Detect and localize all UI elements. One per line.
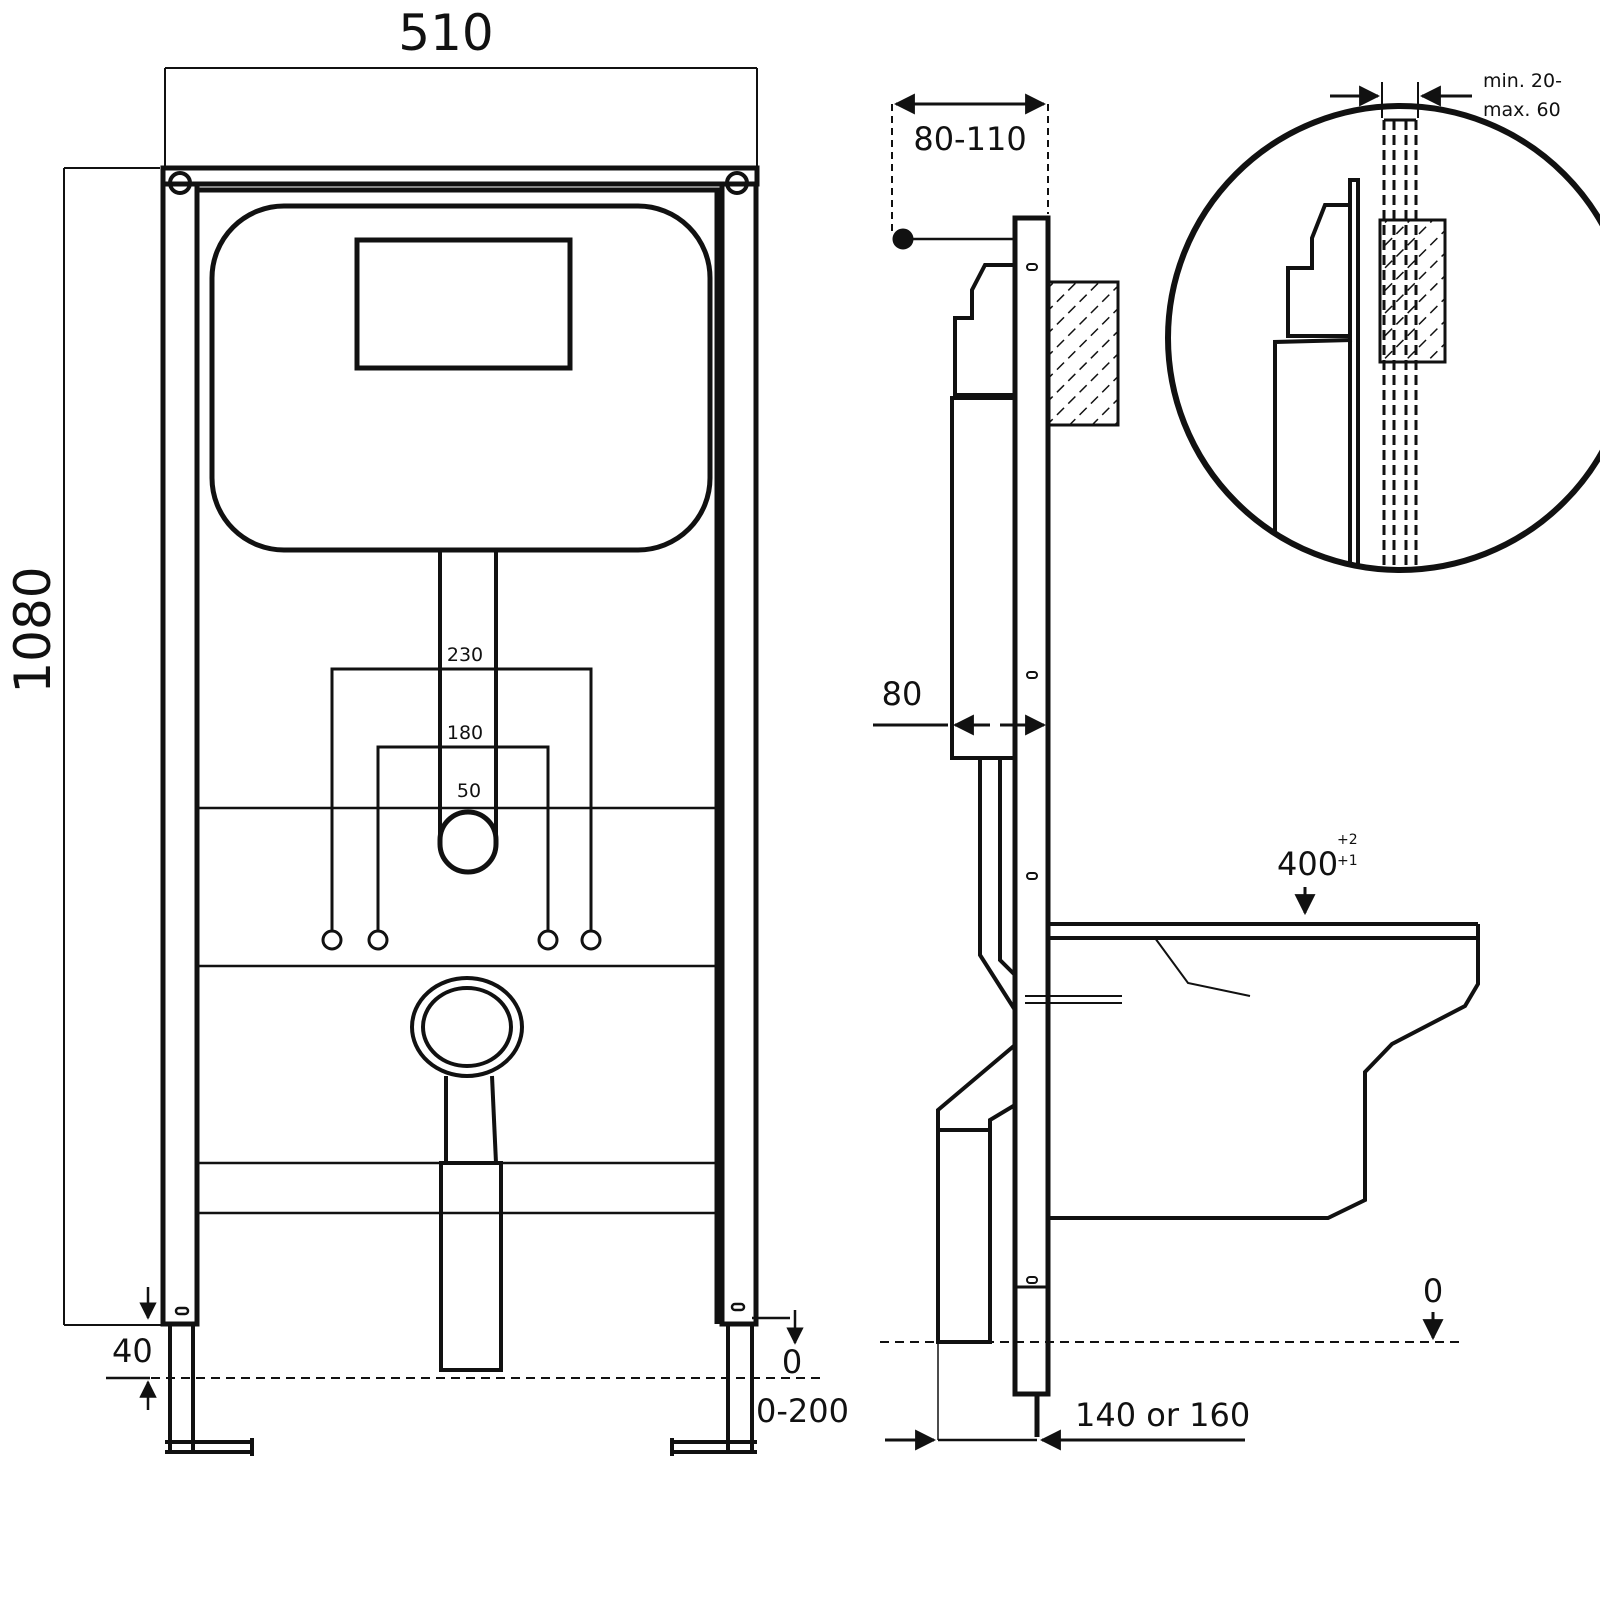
side-floor-symbol: 0 xyxy=(1423,1272,1443,1310)
button-offset-dimension xyxy=(891,93,1049,250)
outer-spacing-label: 230 xyxy=(447,644,483,666)
floor-offset-label: 40 xyxy=(112,1332,153,1370)
side-view xyxy=(873,93,1480,1451)
pipe-label: 50 xyxy=(457,780,481,802)
width-dimension xyxy=(164,67,758,168)
cistern xyxy=(209,203,713,875)
detail-cistern xyxy=(1273,178,1360,570)
bowl-height-tolerance-lower: +1 xyxy=(1337,853,1358,869)
foot-depth-dimension xyxy=(885,1342,1245,1451)
inner-spacing-label: 180 xyxy=(447,722,483,744)
front-floor-dimensions xyxy=(106,1287,820,1410)
frame xyxy=(160,165,760,1327)
front-view xyxy=(63,67,820,1456)
mounting-rods xyxy=(321,667,602,951)
cistern-depth-label: 80 xyxy=(882,675,923,713)
detail-circle xyxy=(1165,103,1600,573)
button-offset-label: 80-110 xyxy=(913,120,1026,158)
bowl-height-tolerance-upper: +2 xyxy=(1337,832,1358,848)
height-label: 1080 xyxy=(4,566,62,693)
leg-adjust-label: 0-200 xyxy=(756,1392,849,1430)
height-dimension xyxy=(63,167,176,1326)
detail-wall xyxy=(1382,118,1418,570)
wall-block xyxy=(1046,280,1120,427)
front-floor-symbol: 0 xyxy=(782,1343,802,1381)
detail-hatched-block xyxy=(1378,218,1447,364)
wall-thickness-max-label: max. 60 xyxy=(1483,99,1561,121)
detail-view xyxy=(1165,82,1600,573)
foot-depth-label: 140 or 160 xyxy=(1075,1396,1250,1434)
drain xyxy=(410,976,524,1372)
toilet-bowl xyxy=(1025,922,1480,1220)
side-frame xyxy=(1012,215,1051,1437)
wall-thickness-min-label: min. 20- xyxy=(1483,70,1562,92)
side-cistern xyxy=(936,263,1017,1344)
legs xyxy=(165,1302,757,1456)
width-label: 510 xyxy=(398,4,493,62)
bowl-height-label: 400 xyxy=(1277,845,1338,883)
wall-thickness-dimension xyxy=(1330,82,1472,118)
